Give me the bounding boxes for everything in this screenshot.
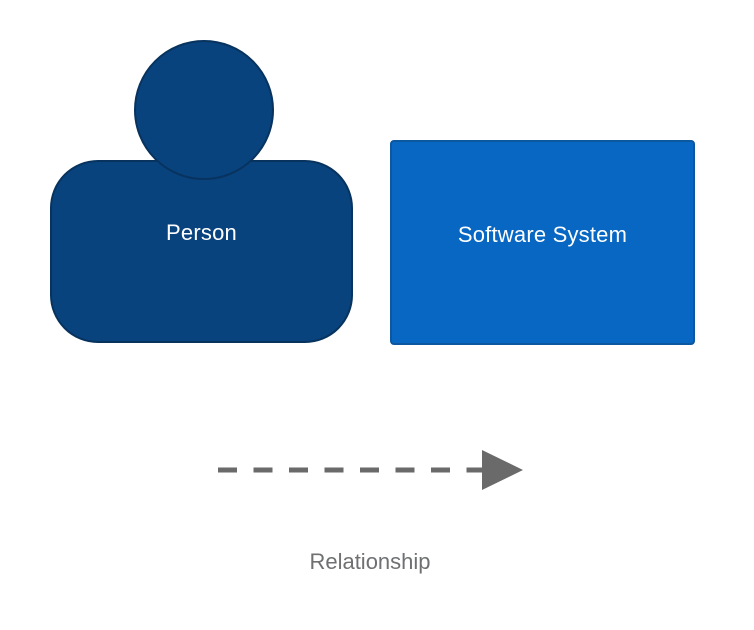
- relationship-label: Relationship: [309, 549, 431, 574]
- person-head: [134, 40, 274, 180]
- relationship-arrow: [218, 450, 523, 490]
- software-system-shape: Software System: [390, 140, 695, 345]
- person-label: Person: [166, 220, 237, 245]
- person-body: [50, 160, 353, 343]
- software-system-label: Software System: [457, 222, 628, 247]
- arrowhead-icon: [482, 450, 523, 490]
